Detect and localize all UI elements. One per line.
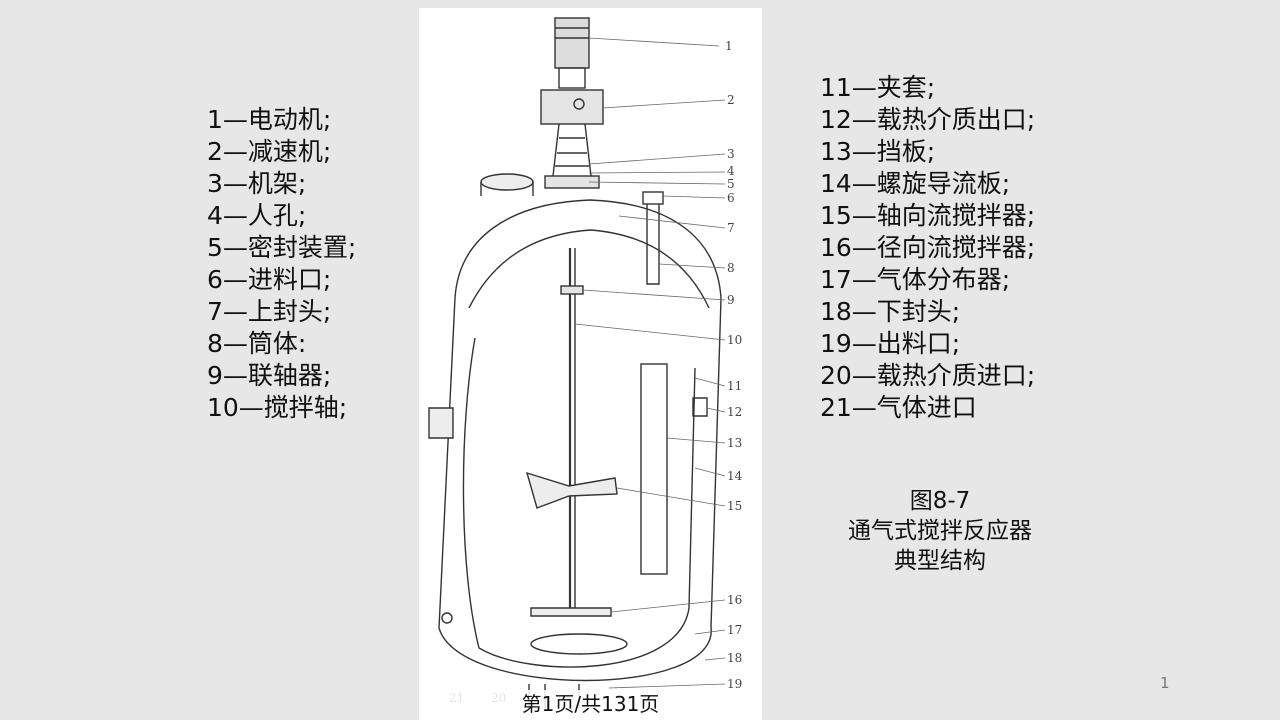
upper-head-shape	[454, 199, 722, 299]
legend-item: 18—下封头;	[820, 297, 961, 326]
legend-item: 21—气体进口	[820, 393, 977, 422]
radial-impeller-shape	[530, 607, 612, 617]
callout-label: 8	[727, 261, 735, 275]
callout-label: 7	[727, 221, 735, 235]
legend-item: 15—轴向流搅拌器;	[820, 201, 1036, 230]
legend-item: 5—密封装置;	[207, 233, 357, 262]
legend-item: 4—人孔;	[207, 201, 307, 230]
callout-label: 4	[727, 164, 735, 178]
callout-label: 6	[727, 191, 735, 205]
page-footer: 第1页/共131页	[419, 690, 762, 718]
callout-label: 2	[727, 93, 735, 107]
callout-label: 16	[727, 593, 742, 607]
callout-label: 14	[727, 469, 743, 483]
legend-item: 9—联轴器;	[207, 361, 332, 390]
callout-label: 11	[727, 379, 742, 393]
callout-label: 15	[727, 499, 742, 513]
legend-item: 3—机架;	[207, 169, 307, 198]
legend-item: 10—搅拌轴;	[207, 393, 348, 422]
legend-item: 7—上封头;	[207, 297, 332, 326]
callout-label: 1	[725, 39, 733, 53]
legend-item: 2—减速机;	[207, 137, 332, 166]
legend-item: 12—载热介质出口;	[820, 105, 1036, 134]
legend-item: 17—气体分布器;	[820, 265, 1011, 294]
legend-item: 13—挡板;	[820, 137, 936, 166]
gas-sparger-shape	[530, 633, 628, 655]
legend-item: 19—出料口;	[820, 329, 961, 358]
callout-label: 17	[727, 623, 742, 637]
lower-head-shape	[438, 627, 712, 682]
callout-label: 10	[727, 333, 742, 347]
legend-right: 11—夹套; 12—载热介质出口; 13—挡板; 14—螺旋导流板; 15—轴向…	[820, 72, 1035, 424]
figure-number: 图8-7	[909, 488, 971, 514]
callout-label: 3	[727, 147, 735, 161]
axial-impeller-shape	[525, 471, 618, 509]
legend-item: 6—进料口;	[207, 265, 332, 294]
callout-label: 12	[727, 405, 742, 419]
baffle-shape	[640, 363, 668, 575]
reactor-drawing: 1 2 3 4 5 6 7 8 9 10 11 12 13 14 15 16 1…	[428, 17, 743, 708]
reducer-shape	[540, 89, 604, 125]
reactor-diagram: 1 2 3 4 5 6 7 8 9 10 11 12 13 14 15 16 1…	[419, 8, 762, 720]
legend-item: 16—径向流搅拌器;	[820, 233, 1036, 262]
callout-label: 5	[727, 177, 735, 191]
callout-label: 19	[727, 677, 742, 691]
figure-caption: 图8-7 通气式搅拌反应器 典型结构	[820, 486, 1060, 576]
motor-shape	[554, 17, 590, 69]
manhole-shape	[480, 173, 534, 191]
legend-item: 14—螺旋导流板;	[820, 169, 1011, 198]
legend-item: 20—载热介质进口;	[820, 361, 1036, 390]
callout-label: 18	[727, 651, 742, 665]
slide-number: 1	[1160, 674, 1170, 692]
legend-left: 1—电动机; 2—减速机; 3—机架; 4—人孔; 5—密封装置; 6—进料口;…	[207, 104, 356, 424]
caption-line-2: 典型结构	[894, 548, 986, 574]
legend-item: 11—夹套;	[820, 73, 936, 102]
legend-item: 8—筒体:	[207, 329, 307, 358]
caption-line-1: 通气式搅拌反应器	[848, 518, 1032, 544]
callout-label: 13	[727, 436, 742, 450]
callout-label: 9	[727, 293, 735, 307]
legend-item: 1—电动机;	[207, 105, 332, 134]
